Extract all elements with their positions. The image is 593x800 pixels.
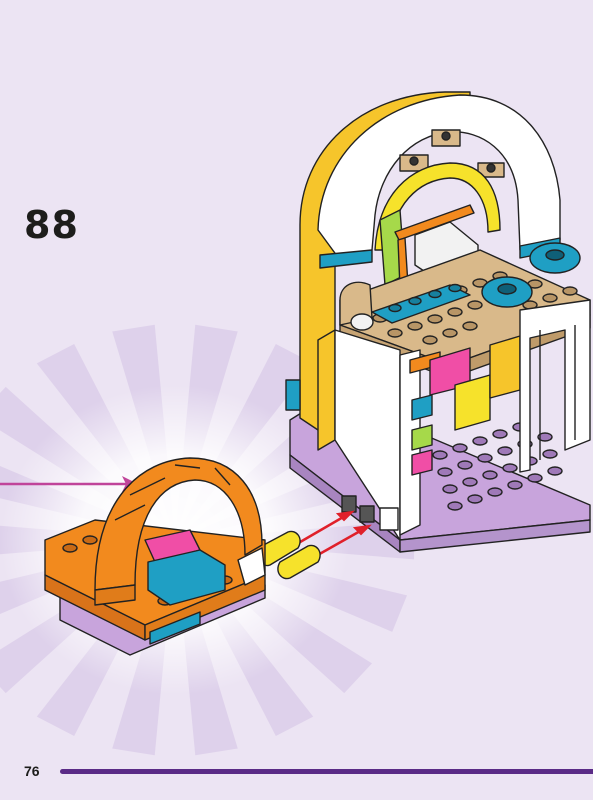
sub-assembly [44,457,321,656]
main-assembly [285,91,591,553]
page-number: 76 [24,763,40,779]
footer-divider [60,769,593,774]
attach-arrow-icon [294,510,372,558]
step-number: 88 [24,203,79,247]
